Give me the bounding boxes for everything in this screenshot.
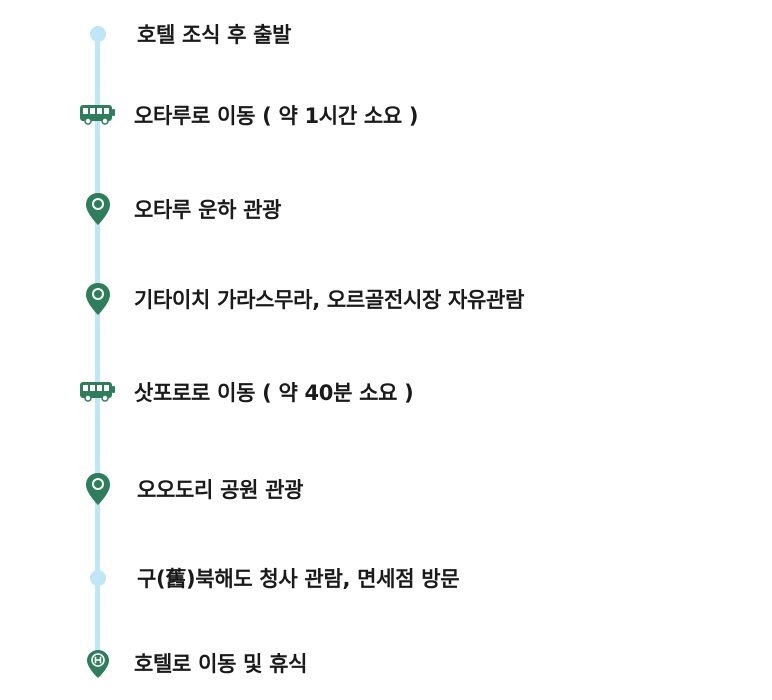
step-text: 삿포로로 이동 ( 약 40분 소요 ) (134, 381, 414, 405)
itinerary-step: 구(舊)북해도 청사 관람, 면세점 방문 (0, 558, 772, 598)
step-text: 호텔 조식 후 출발 (137, 23, 292, 47)
location-pin-icon (85, 282, 111, 320)
location-pin-icon (85, 472, 111, 510)
itinerary-step: 오오도리 공원 관광 (0, 469, 772, 509)
itinerary-step: 호텔로 이동 및 휴식 (0, 643, 772, 683)
location-pin-icon (85, 192, 111, 230)
itinerary-step: 삿포로로 이동 ( 약 40분 소요 ) (0, 372, 772, 412)
step-text: 오오도리 공원 관광 (137, 478, 304, 502)
timeline-dot-icon (90, 26, 106, 42)
step-text: 기타이치 가라스무라, 오르골전시장 자유관람 (134, 288, 525, 312)
bus-icon (79, 104, 117, 130)
step-text: 오타루로 이동 ( 약 1시간 소요 ) (134, 104, 419, 128)
timeline-dot-icon (90, 570, 106, 586)
step-text: 구(舊)북해도 청사 관람, 면세점 방문 (137, 567, 460, 591)
timeline-line (95, 34, 100, 664)
itinerary-step: 오타루 운하 관광 (0, 189, 772, 229)
itinerary-step: 기타이치 가라스무라, 오르골전시장 자유관람 (0, 279, 772, 319)
step-text: 오타루 운하 관광 (134, 198, 282, 222)
bus-icon (79, 381, 117, 407)
step-text: 호텔로 이동 및 휴식 (134, 652, 308, 676)
itinerary-step: 오타루로 이동 ( 약 1시간 소요 ) (0, 95, 772, 135)
hotel-pin-icon (86, 649, 110, 683)
itinerary-step: 호텔 조식 후 출발 (0, 14, 772, 54)
